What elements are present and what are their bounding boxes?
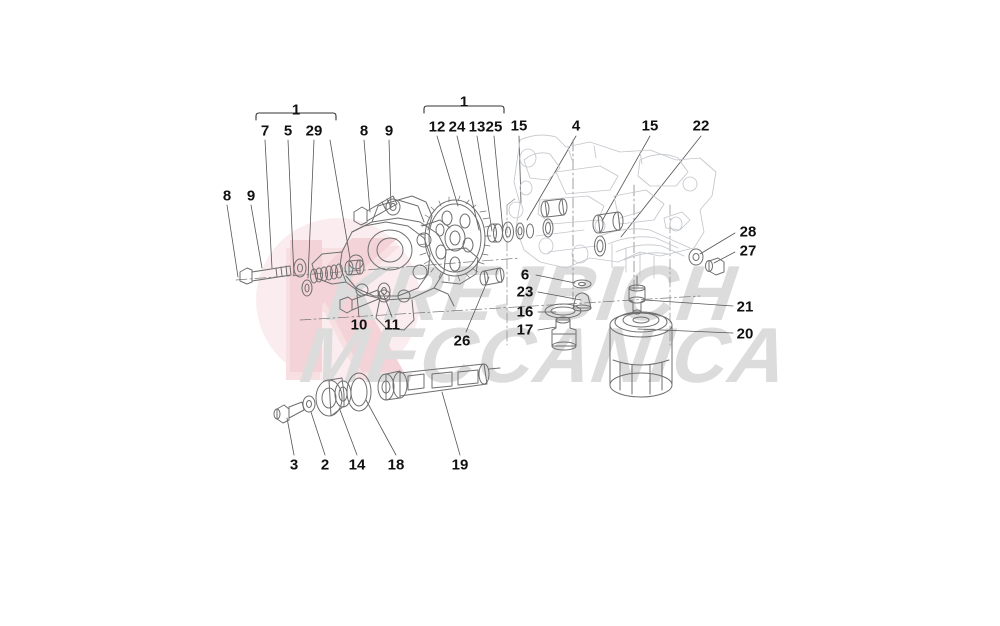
- callout-26: 26: [453, 332, 471, 350]
- washer-11: [377, 282, 391, 300]
- callout-21: 21: [736, 298, 754, 316]
- leader-line-26: [465, 276, 490, 333]
- callout-18: 18: [387, 456, 405, 474]
- callout-27: 27: [739, 242, 757, 260]
- plug-23: [572, 292, 592, 312]
- lower-pump-fasteners: [339, 282, 391, 314]
- washer-2: [302, 395, 316, 413]
- callout-16: 16: [516, 303, 534, 321]
- leader-lines-bottom-pump: [356, 292, 393, 318]
- callout-15-a: 15: [510, 117, 528, 135]
- bolt-3: [273, 401, 305, 424]
- spacer-12: [487, 223, 503, 243]
- callout-7: 7: [260, 122, 270, 140]
- spacer-25: [526, 223, 534, 239]
- left-fasteners: [239, 258, 365, 297]
- seal-18: [346, 372, 372, 412]
- leader-lines-relief-valve: [535, 274, 582, 331]
- oring-15-a: [542, 218, 554, 238]
- pulley-14: [315, 377, 352, 417]
- valve-body-17: [551, 316, 577, 351]
- callout-20: 20: [736, 325, 754, 343]
- washer-6: [572, 279, 592, 289]
- cap-7: [301, 279, 313, 297]
- callout-24: 24: [448, 118, 466, 136]
- callout-17: 17: [516, 321, 534, 339]
- callout-4: 4: [571, 117, 581, 135]
- callout-12: 12: [428, 118, 446, 136]
- shaft-spacers: [487, 198, 624, 257]
- callout-29: 29: [305, 122, 323, 140]
- callout-25: 25: [485, 118, 503, 136]
- plunger-5: [344, 259, 365, 276]
- callout-11: 11: [384, 316, 400, 334]
- oring-15-b: [594, 235, 606, 257]
- plug-27: [705, 257, 725, 276]
- callout-15-b: 15: [641, 117, 659, 135]
- top-fasteners: [353, 195, 401, 226]
- leader-lines-left: [226, 204, 263, 278]
- drain-plug-assembly: [688, 248, 725, 276]
- spacer-24: [502, 221, 514, 243]
- bush-26: [479, 267, 505, 286]
- callout-group1-right: 1: [459, 93, 469, 111]
- oring-16: [544, 303, 582, 319]
- leader-lines-plug: [699, 232, 736, 264]
- washer-9-left: [293, 258, 307, 278]
- oil-filter-20: [609, 311, 673, 398]
- callout-group1-left: 1: [291, 101, 301, 119]
- bush-15-b: [592, 211, 624, 234]
- leader-lines-filter: [637, 299, 734, 334]
- callout-19: 19: [451, 456, 469, 474]
- oil-pump-body: [311, 195, 479, 331]
- group-bracket-left: [255, 112, 337, 121]
- callout-9-top: 9: [384, 122, 394, 140]
- callout-6: 6: [520, 266, 530, 284]
- callout-13: 13: [468, 118, 486, 136]
- callout-5: 5: [283, 122, 293, 140]
- callout-9-left: 9: [246, 187, 256, 205]
- bolt-8-left: [239, 265, 292, 285]
- engine-block-outline: [508, 134, 717, 279]
- axis-centerlines: [235, 139, 701, 321]
- relief-valve-stack: [544, 279, 592, 351]
- callout-8-top: 8: [359, 122, 369, 140]
- callout-14: 14: [348, 456, 366, 474]
- tube-19: [377, 363, 501, 401]
- spring-29: [310, 263, 343, 284]
- callout-28: 28: [739, 223, 757, 241]
- oil-filter-assembly: [609, 275, 673, 398]
- callout-23: 23: [516, 283, 534, 301]
- washer-9-top: [385, 198, 401, 216]
- callout-2: 2: [320, 456, 330, 474]
- leader-lines-top-left: [264, 139, 392, 279]
- callout-8-left: 8: [222, 187, 232, 205]
- group-bracket-right: [423, 105, 505, 114]
- callout-10: 10: [350, 316, 368, 334]
- washer-28: [688, 248, 704, 266]
- bush-15-a: [540, 198, 568, 218]
- filter-nipple-21: [628, 275, 646, 315]
- spacer-13: [515, 222, 525, 240]
- callout-3: 3: [289, 456, 299, 474]
- callout-22: 22: [692, 117, 710, 135]
- drive-gear: [418, 195, 492, 282]
- pickup-assembly: [273, 363, 501, 424]
- leader-lines-bottom: [286, 391, 461, 456]
